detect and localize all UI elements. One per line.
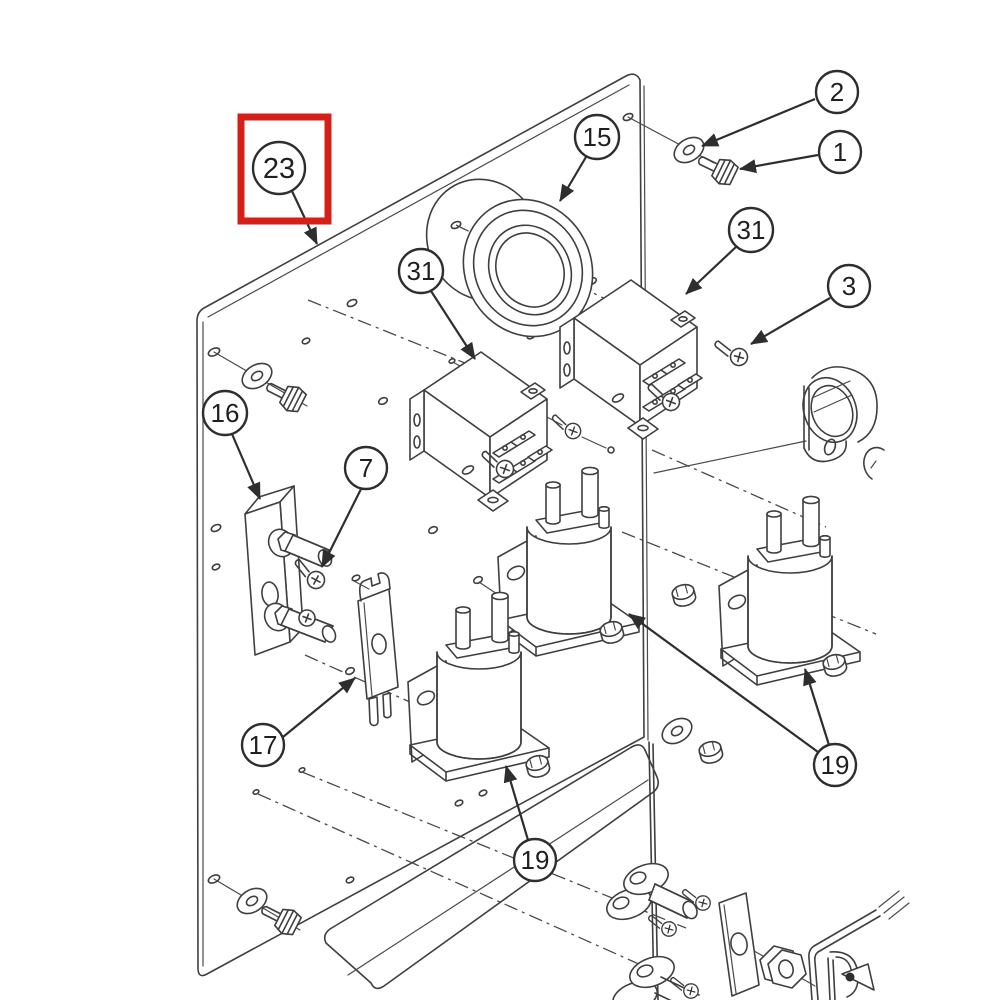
relay-center xyxy=(409,351,553,512)
flat-washer-top-left xyxy=(236,357,278,395)
callout-7: 7 xyxy=(343,445,389,491)
callout-31-center-label: 31 xyxy=(407,256,436,286)
panel-bottom-flange xyxy=(323,744,659,990)
callout-16: 16 xyxy=(201,389,249,437)
callout-31-upper: 31 xyxy=(727,206,775,254)
callout-23: 23 xyxy=(251,140,307,196)
callout-15: 15 xyxy=(573,113,621,161)
machine-screw-3 xyxy=(710,339,751,369)
stud-lower xyxy=(263,602,337,643)
callout-7-label: 7 xyxy=(359,453,373,483)
callout-19-right: 19 xyxy=(812,742,858,788)
callout-31-upper-label: 31 xyxy=(737,215,766,245)
hex-nut xyxy=(759,945,807,989)
clevis-linkage-upper xyxy=(606,862,713,939)
stud-upper xyxy=(267,528,333,567)
highlight-box xyxy=(237,113,332,225)
callout-2: 2 xyxy=(814,69,860,115)
callout-17-label: 17 xyxy=(249,730,278,760)
corner-frame xyxy=(808,890,910,1000)
callout-2-label: 2 xyxy=(830,77,844,107)
callout-16-label: 16 xyxy=(211,398,240,428)
flat-bracket xyxy=(718,892,760,997)
callout-3: 3 xyxy=(826,263,872,309)
callout-3-label: 3 xyxy=(842,271,856,301)
mounting-bolt xyxy=(669,581,699,610)
callout-17: 17 xyxy=(240,722,286,768)
grommet-ring xyxy=(425,178,594,338)
callout-15-label: 15 xyxy=(583,122,612,152)
clevis-linkage-lower xyxy=(612,955,701,1000)
fuse-link xyxy=(357,572,399,727)
callout-arrows xyxy=(230,97,831,841)
callout-31-center: 31 xyxy=(397,247,445,295)
flat-washer-right xyxy=(656,712,698,750)
flat-washer-top-right xyxy=(668,131,710,169)
partial-washer xyxy=(863,446,885,480)
callout-1: 1 xyxy=(817,129,863,175)
terminal-block xyxy=(244,485,337,656)
callout-1-label: 1 xyxy=(833,137,847,167)
callout-19-bottom: 19 xyxy=(512,837,558,883)
cup-fitting xyxy=(802,366,885,480)
callout-19-right-label: 19 xyxy=(821,750,850,780)
callout-19-bottom-label: 19 xyxy=(521,845,550,875)
wire-terminal-screw xyxy=(547,413,584,442)
flat-washer-bottom-left xyxy=(231,882,273,920)
callout-23-label: 23 xyxy=(263,153,295,185)
mounting-bolt xyxy=(696,738,726,767)
